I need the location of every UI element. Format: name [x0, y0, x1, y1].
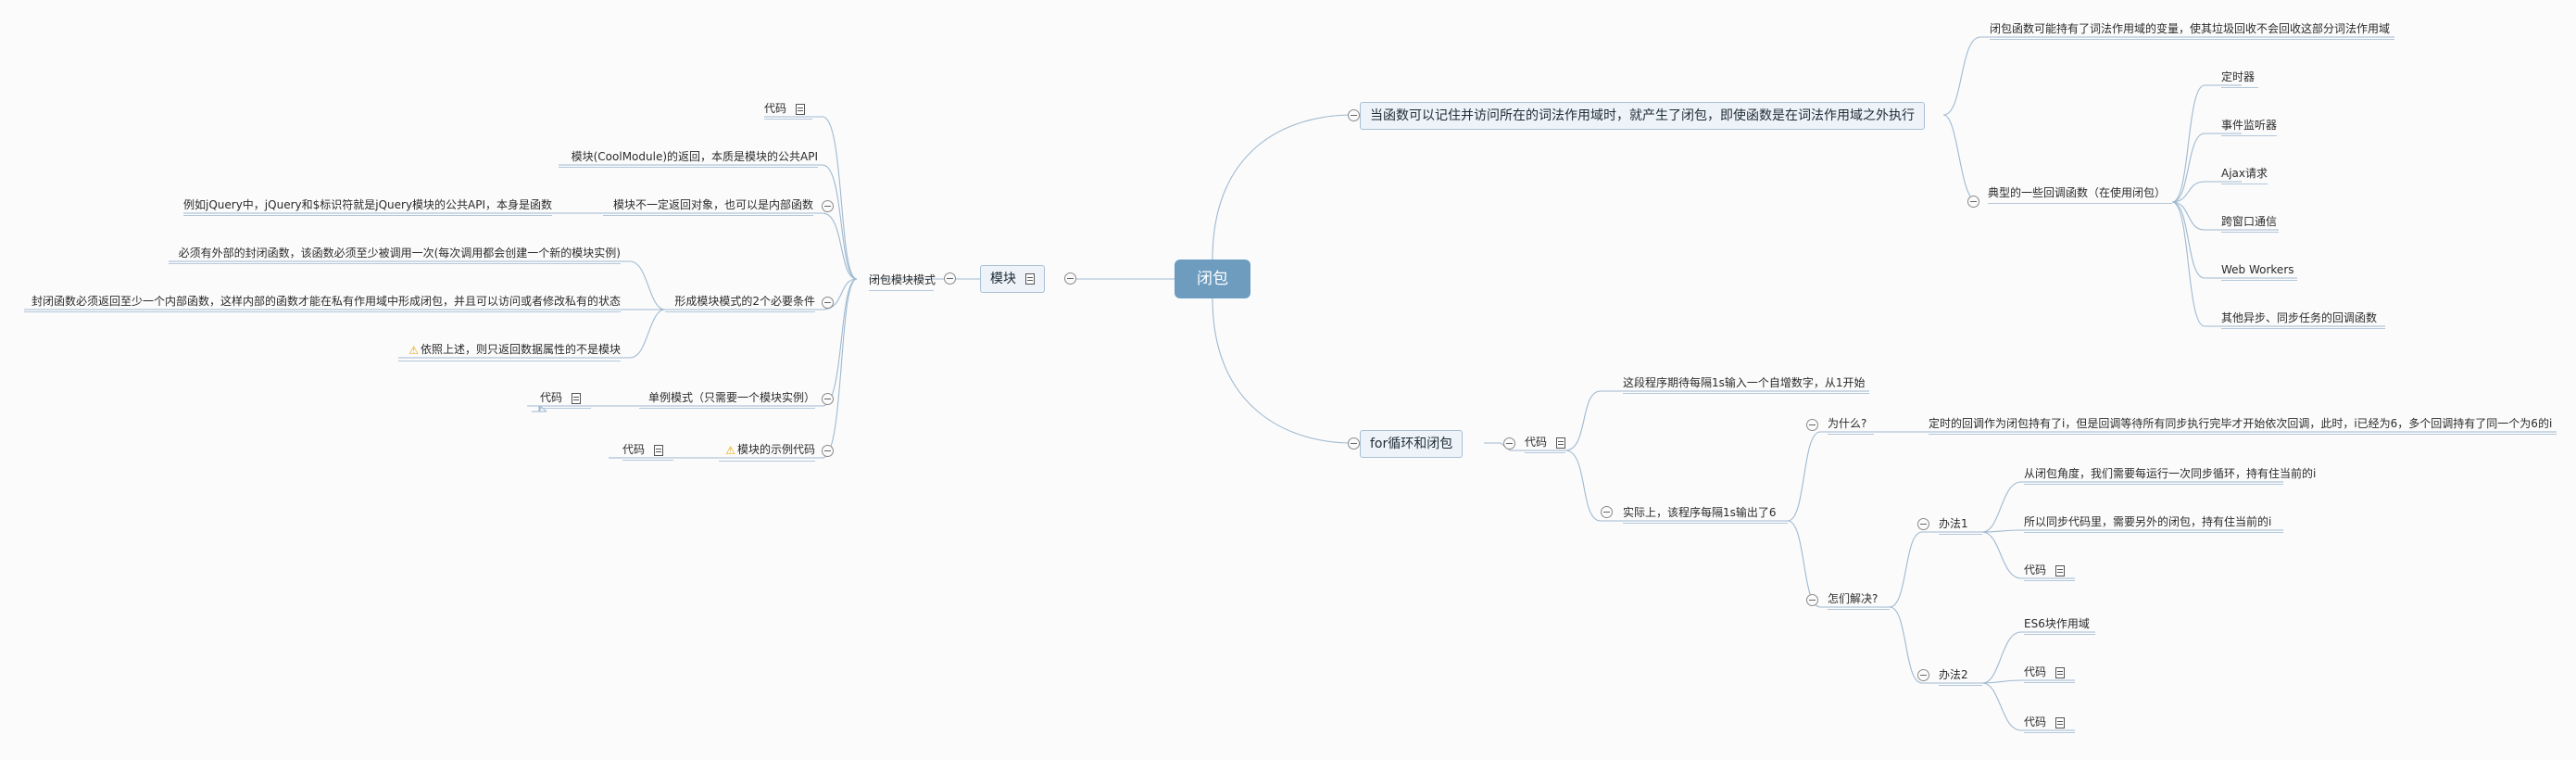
topic-label: 当函数可以记住并访问所在的词法作用域时，就产生了闭包，即使函数是在词法作用域之外… — [1370, 108, 1915, 123]
node-expectation[interactable]: 这段程序期待每隔1s输入一个自增数字，从1开始 — [1623, 375, 1869, 394]
collapse-toggle-icon[interactable] — [1917, 669, 1929, 681]
node-module-not-object[interactable]: 模块不一定返回对象，也可以是内部函数 — [603, 197, 813, 216]
collapse-toggle-icon[interactable] — [822, 393, 834, 405]
note-document-icon[interactable] — [2055, 666, 2066, 678]
collapse-toggle-icon[interactable] — [1064, 272, 1076, 285]
callback-item[interactable]: 定时器 — [2221, 70, 2258, 88]
callback-item[interactable]: 跨窗口通信 — [2221, 214, 2279, 233]
collapse-toggle-icon[interactable] — [944, 272, 956, 285]
node-code[interactable]: 代码 — [2024, 563, 2075, 581]
topic-label: for循环和闭包 — [1370, 437, 1453, 451]
collapse-toggle-icon[interactable] — [1806, 594, 1818, 606]
topic-closure-definition[interactable]: 当函数可以记住并访问所在的词法作用域时，就产生了闭包，即使函数是在词法作用域之外… — [1360, 102, 1925, 130]
node-condition-1[interactable]: 必须有外部的封闭函数，该函数必须至少被调用一次(每次调用都会创建一个新的模块实例… — [169, 246, 621, 264]
node-jquery-example[interactable]: 例如jQuery中，jQuery和$标识符就是jQuery模块的公共API，本身… — [183, 197, 552, 216]
collapse-toggle-icon[interactable] — [1348, 437, 1360, 450]
note-document-icon[interactable] — [654, 444, 664, 456]
node-why-answer[interactable]: 定时的回调作为闭包持有了i，但是回调等待所有同步执行完毕才开始依次回调，此时，i… — [1929, 416, 2557, 435]
node-gc-note[interactable]: 闭包函数可能持有了词法作用域的变量，使其垃圾回收不会回收这部分词法作用域 — [1990, 21, 2394, 40]
node-module-return[interactable]: 模块(CoolModule)的返回，本质是模块的公共API — [559, 149, 818, 168]
node-why[interactable]: 为什么? — [1828, 416, 1874, 435]
node-way-1[interactable]: 办法1 — [1939, 516, 1982, 535]
node-code[interactable]: 代码 — [1525, 435, 1566, 453]
note-document-icon[interactable] — [2055, 716, 2066, 728]
callback-item[interactable]: 其他异步、同步任务的回调函数 — [2221, 310, 2385, 329]
node-code[interactable]: 代码 — [2024, 715, 2075, 733]
note-document-icon[interactable] — [796, 103, 806, 115]
note-document-icon[interactable] — [2055, 564, 2066, 576]
collapse-toggle-icon[interactable] — [822, 200, 834, 212]
node-code[interactable]: 代码 — [2024, 665, 2075, 683]
node-way-2[interactable]: 办法2 — [1939, 667, 1982, 686]
node-module-conditions[interactable]: 形成模块模式的2个必要条件 — [665, 294, 815, 312]
topic-for-loop-closure[interactable]: for循环和闭包 — [1360, 430, 1464, 458]
callback-item[interactable]: Ajax请求 — [2221, 166, 2268, 184]
callback-item[interactable]: 事件监听器 — [2221, 118, 2277, 136]
collapse-toggle-icon[interactable] — [1917, 518, 1929, 530]
node-way1-detail[interactable]: 从闭包角度，我们需要每运行一次同步循环，持有住当前的i — [2024, 466, 2316, 485]
node-callbacks[interactable]: 典型的一些回调函数（在使用闭包） — [1988, 185, 2172, 204]
collapse-toggle-icon[interactable] — [1601, 506, 1613, 518]
root-topic[interactable]: 闭包 — [1175, 260, 1250, 298]
collapse-toggle-icon[interactable] — [1503, 437, 1515, 450]
node-way1-detail[interactable]: 所以同步代码里，需要另外的闭包，持有住当前的i — [2024, 514, 2283, 533]
collapse-toggle-icon[interactable] — [822, 297, 834, 309]
collapse-toggle-icon[interactable] — [1806, 419, 1818, 431]
note-document-icon[interactable] — [572, 392, 582, 404]
note-document-icon[interactable] — [1025, 273, 1035, 285]
node-singleton[interactable]: 单例模式（只需要一个模块实例） — [639, 390, 815, 409]
node-es6-block-scope[interactable]: ES6块作用域 — [2024, 616, 2095, 635]
node-closure-module-pattern[interactable]: 闭包模块模式 — [869, 272, 936, 291]
collapse-toggle-icon[interactable] — [822, 445, 834, 457]
note-document-icon[interactable] — [1556, 437, 1566, 449]
warning-icon: ⚠ — [725, 443, 735, 457]
node-code[interactable]: 代码 — [540, 390, 591, 409]
node-actual-output[interactable]: 实际上，该程序每隔1s输出了6 — [1623, 505, 1788, 524]
node-condition-2[interactable]: 封闭函数必须返回至少一个内部函数，这样内部的函数才能在私有作用域中形成闭包，并且… — [24, 294, 621, 312]
node-code[interactable]: 代码 — [764, 101, 812, 120]
warning-icon: ⚠ — [408, 343, 419, 357]
collapse-toggle-icon[interactable] — [1967, 196, 1979, 208]
callback-item[interactable]: Web Workers — [2221, 262, 2297, 281]
node-code[interactable]: 代码 — [622, 442, 673, 461]
node-warning-not-module[interactable]: ⚠依照上述，则只返回数据属性的不是模块 — [398, 342, 621, 361]
node-how-to-fix[interactable]: 怎们解决? — [1828, 591, 1890, 610]
topic-label: 模块 — [990, 272, 1016, 286]
node-module-example[interactable]: ⚠模块的示例代码 — [719, 442, 815, 462]
collapse-toggle-icon[interactable] — [1348, 109, 1360, 121]
topic-module[interactable]: 模块 — [980, 265, 1045, 293]
